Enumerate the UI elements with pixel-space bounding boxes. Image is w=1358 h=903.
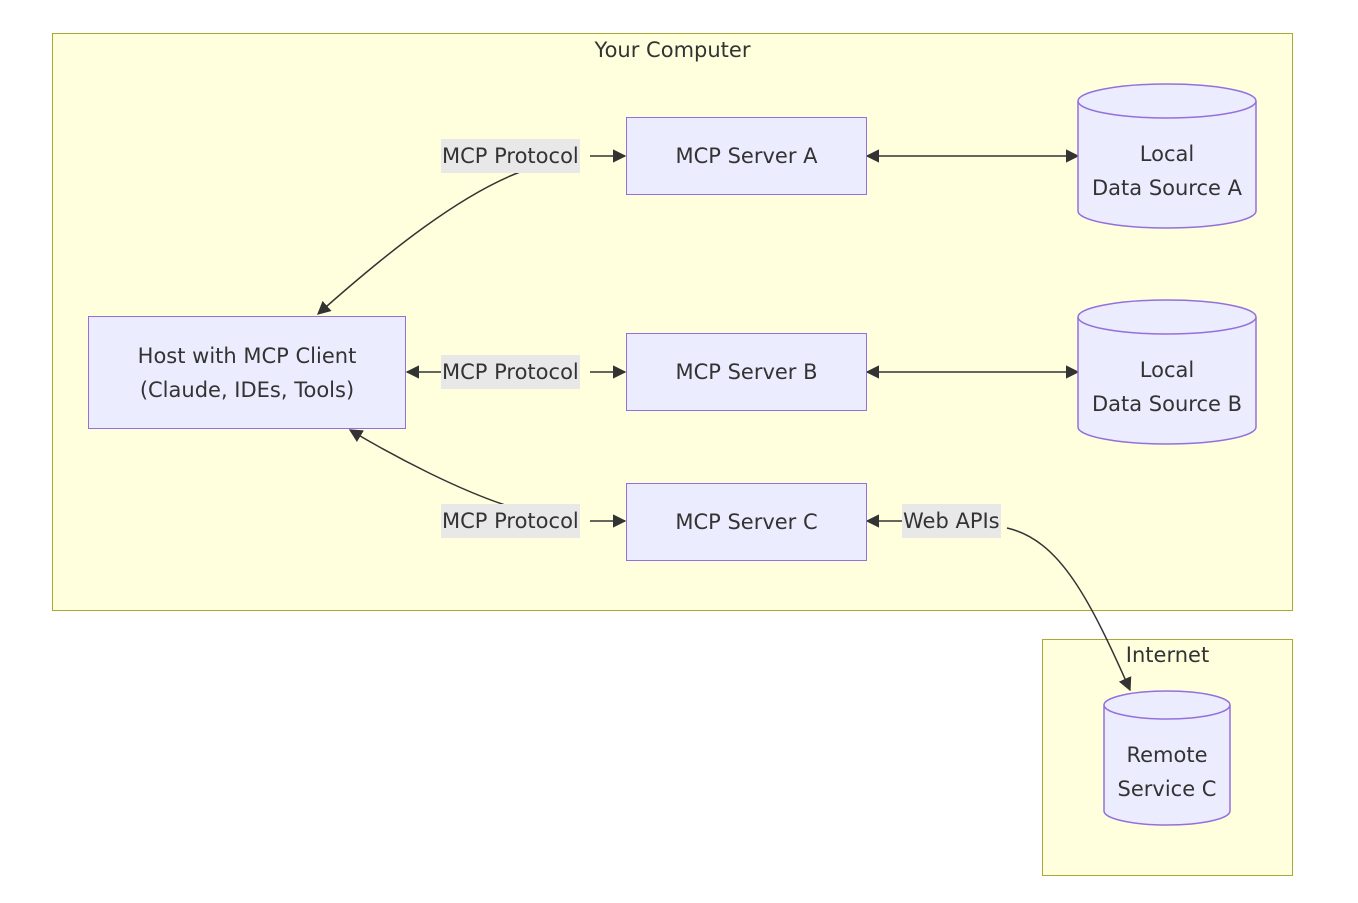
source-b-text: Local Data Source B: [1078, 353, 1256, 421]
node-mcp-server-a: MCP Server A: [626, 117, 867, 195]
source-a-line-2: Data Source A: [1092, 176, 1242, 200]
cluster-title-internet: Internet: [1125, 643, 1210, 667]
source-a-line-1: Local: [1139, 142, 1195, 166]
source-a-text: Local Data Source A: [1078, 137, 1256, 205]
edge-host-to-server-a: [316, 171, 521, 315]
edge-label-web-apis: Web APIs: [902, 504, 1001, 538]
host-line-1: Host with MCP Client: [137, 343, 357, 368]
cylinder-remote-service-c: [1103, 690, 1231, 826]
node-host-with-mcp-client: Host with MCP Client (Claude, IDEs, Tool…: [88, 316, 406, 429]
server-a-label: MCP Server A: [675, 144, 818, 168]
remote-c-line-2: Service C: [1117, 777, 1217, 801]
edge-web-apis-to-remote: [1006, 527, 1132, 692]
edge-host-to-server-c: [348, 429, 506, 506]
cylinder-local-data-source-a: [1077, 83, 1257, 229]
server-c-label: MCP Server C: [675, 510, 818, 534]
source-b-line-2: Data Source B: [1091, 392, 1243, 416]
source-b-line-1: Local: [1139, 358, 1195, 382]
cylinder-local-data-source-b: [1077, 299, 1257, 445]
server-b-label: MCP Server B: [675, 360, 818, 384]
node-mcp-server-b: MCP Server B: [626, 333, 867, 411]
edge-label-mcp-protocol-a: MCP Protocol: [441, 139, 580, 173]
remote-c-line-1: Remote: [1126, 743, 1208, 767]
cluster-title-your-computer: Your Computer: [594, 38, 751, 62]
edge-label-mcp-protocol-c: MCP Protocol: [441, 504, 580, 538]
remote-c-text: Remote Service C: [1104, 738, 1230, 806]
host-line-2: (Claude, IDEs, Tools): [139, 377, 355, 402]
edge-label-mcp-protocol-b: MCP Protocol: [441, 355, 580, 389]
node-mcp-server-c: MCP Server C: [626, 483, 867, 561]
